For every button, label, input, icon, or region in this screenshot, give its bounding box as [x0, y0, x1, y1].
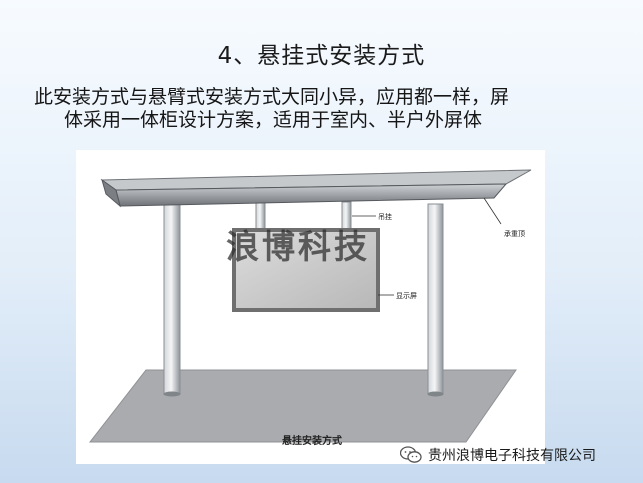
illustration-caption: 悬挂安装方式 [281, 434, 342, 447]
installation-diagram: 吊挂 承重顶 显示屏 悬挂安装方式 [88, 169, 532, 447]
pillar-base [427, 391, 444, 397]
pillar-back-right [427, 203, 444, 395]
slide-title: 4、悬挂式安装方式 [217, 43, 426, 69]
pillar-base [163, 391, 181, 397]
wechat-icon [399, 446, 422, 464]
display-screen-face [236, 232, 376, 308]
installation-illustration: 吊挂 承重顶 显示屏 悬挂安装方式 [76, 150, 545, 464]
label-hanger: 吊挂 [378, 212, 392, 221]
description-line-1: 此安装方式与悬臂式安装方式大同小异，应用都一样，屏 [34, 86, 510, 108]
label-canopy: 承重顶 [504, 229, 525, 238]
wechat-source-badge: 贵州浪博电子科技有限公司 [399, 444, 596, 466]
ground-plane [88, 369, 517, 443]
description-line-2: 体采用一体柜设计方案，适用于室内、半户外屏体 [64, 109, 483, 131]
brand-watermark: 浪博科技 [226, 227, 370, 266]
canopy-left-end [101, 178, 121, 208]
label-display: 显示屏 [396, 292, 417, 300]
company-name: 贵州浪博电子科技有限公司 [428, 448, 596, 464]
slide-description: 此安装方式与悬臂式安装方式大同小异，应用都一样，屏 体采用一体柜设计方案，适用于… [34, 86, 609, 132]
leader-line-canopy [483, 197, 502, 225]
pillar-front-left [163, 203, 181, 395]
